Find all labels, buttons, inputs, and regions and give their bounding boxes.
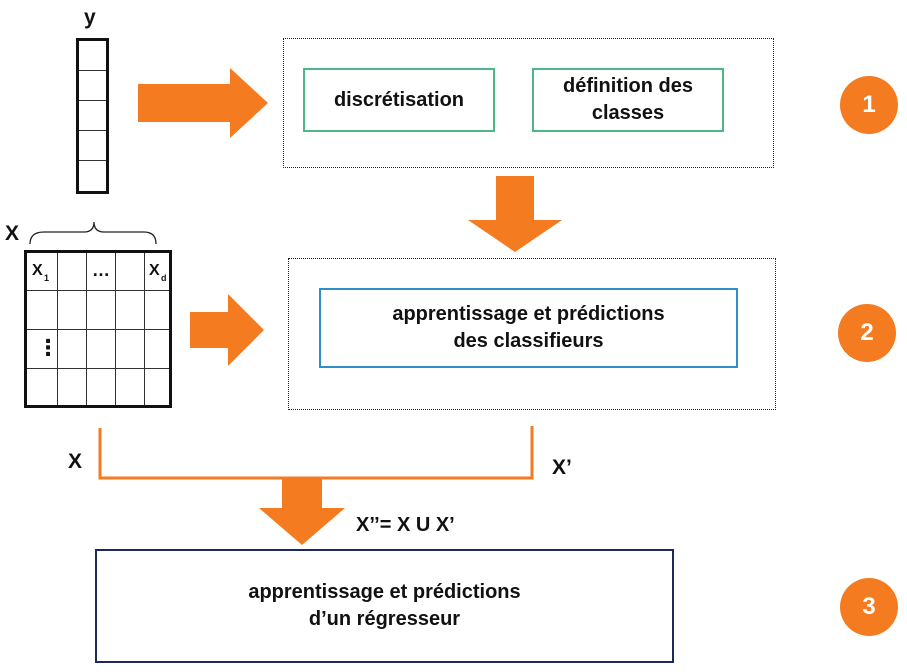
step2-badge: 2 [838, 304, 896, 362]
arrow-merge-to-step3 [259, 478, 345, 545]
arrow-x-to-step2 [190, 294, 264, 366]
matrix-row-ellipsis: ⋮ [37, 335, 59, 360]
matrix-col-ellipsis: … [92, 260, 110, 280]
arrow-step1-to-step2 [468, 176, 562, 252]
x-prime-label: X’ [552, 456, 572, 479]
y-vector [76, 38, 109, 194]
step3-badge: 3 [840, 578, 898, 636]
step1-badge: 1 [840, 76, 898, 134]
arrow-y-to-step1 [138, 68, 268, 138]
regressor-box: apprentissage et prédictions d’un régres… [95, 549, 674, 663]
x-matrix-label: X [5, 222, 20, 245]
union-label: X’’= X U X’ [356, 514, 455, 536]
matrix-brace [29, 221, 157, 245]
step1-container [283, 38, 774, 168]
classifiers-box: apprentissage et prédictions des classif… [319, 288, 738, 368]
step2-container [288, 258, 776, 410]
class-definition-box: définition des classes [532, 68, 724, 132]
merge-connector [98, 426, 534, 480]
x-left-label: X [68, 450, 83, 473]
discretisation-box: discrétisation [303, 68, 495, 132]
y-label: y [84, 6, 96, 29]
